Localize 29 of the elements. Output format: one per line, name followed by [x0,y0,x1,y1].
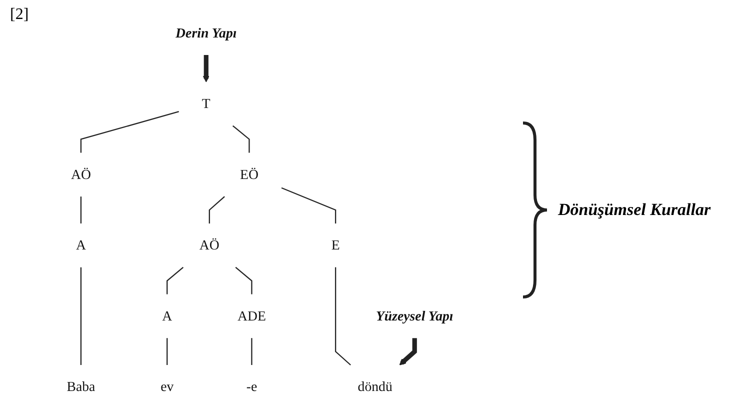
connector [251,338,252,365]
node-text: Yüzeysel Yapı [376,308,454,324]
connector [235,266,252,294]
node-text: E [331,237,340,253]
connector [208,196,225,224]
node-text: A [76,237,86,253]
node-text: döndü [358,378,392,394]
node-text: -e [246,378,258,394]
connector [281,187,336,224]
node-text: EÖ [240,166,258,182]
node-text: ev [160,378,174,394]
node-text: Baba [66,378,96,394]
example-number: [2] [10,6,29,24]
arrow [399,338,417,366]
connector [166,338,168,365]
connector [80,196,82,224]
node-text: ADE [237,308,266,324]
connector [334,267,351,366]
node-text: A [162,308,172,324]
node-text: AÖ [70,166,91,182]
node-text: T [202,96,210,112]
node-text: AÖ [199,237,220,253]
arrow [202,55,210,82]
connector [80,267,82,365]
connector [232,125,250,153]
annotation-text: Dönüşümsel Kurallar [558,200,711,220]
node-text: Derin Yapı [176,25,237,40]
connector [80,111,179,153]
connector [166,266,184,294]
